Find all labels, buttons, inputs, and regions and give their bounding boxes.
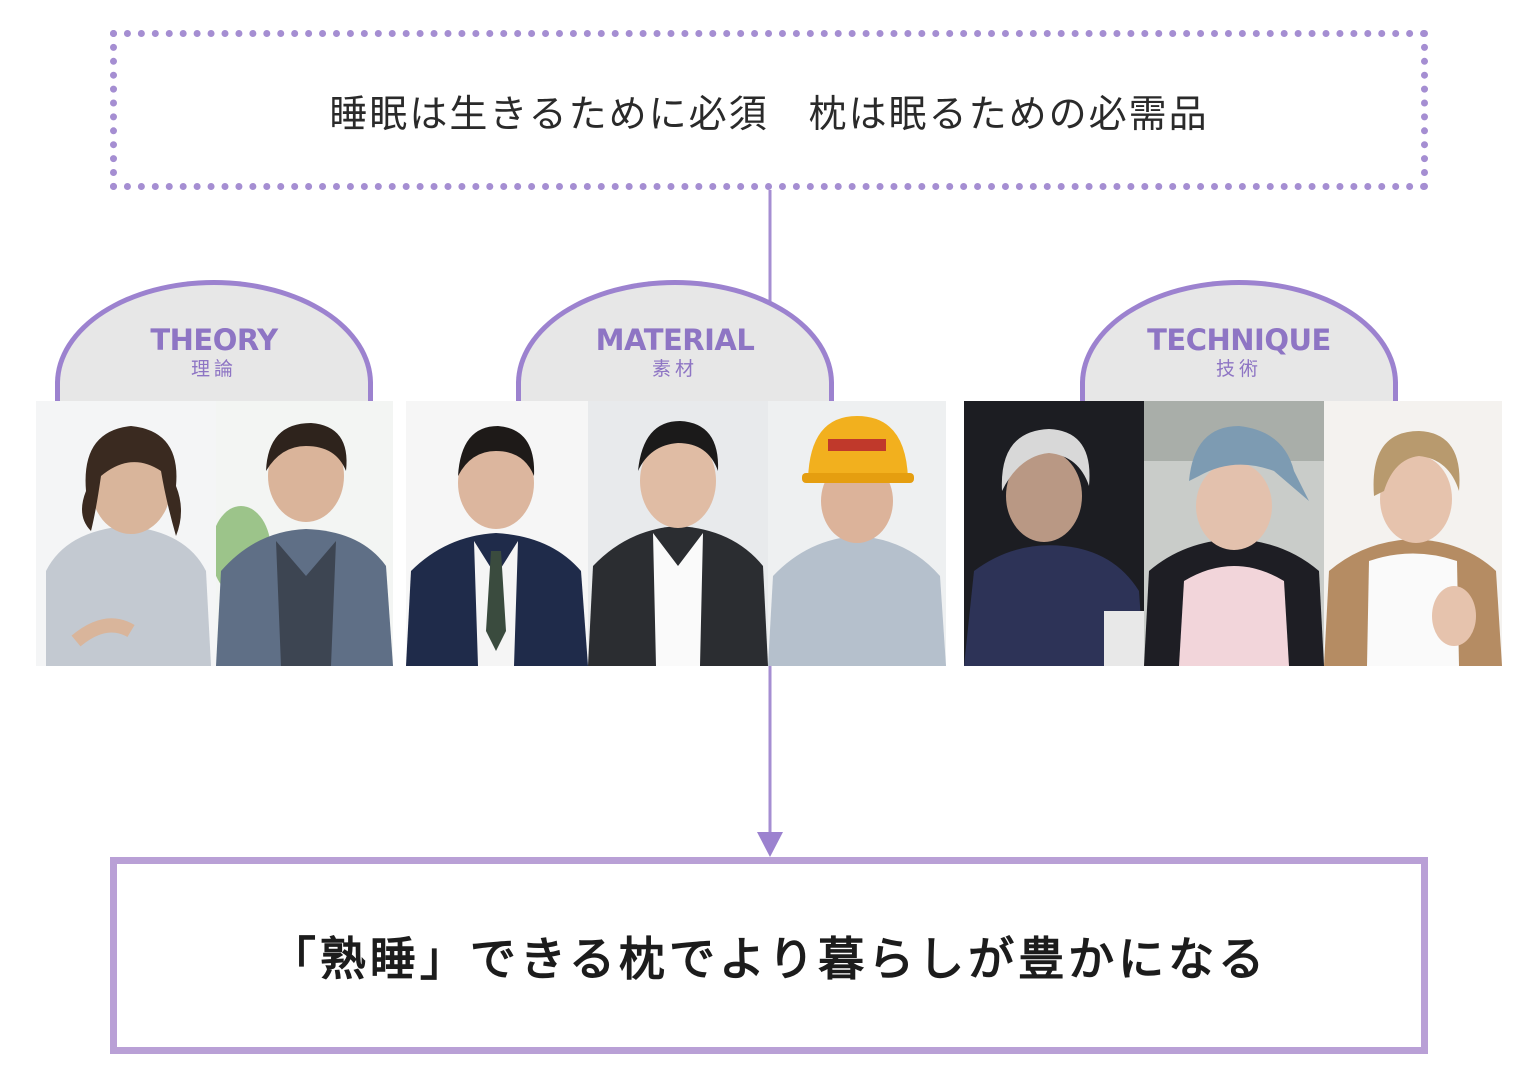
top-statement-text: 睡眠は生きるために必須 枕は眠るための必需品 (329, 91, 1209, 136)
material-title: MATERIAL (595, 323, 755, 357)
theory-title: THEORY (150, 323, 278, 357)
technique-photo-2 (1144, 401, 1324, 666)
theory-subtitle: 理論 (190, 358, 237, 380)
bottom-statement-text: 「熟睡」できる枕でより暮らしが豊かになる (269, 931, 1269, 986)
theory-photo-1 (36, 401, 216, 666)
material-photo-2 (588, 401, 768, 666)
material-header: MATERIAL 素材 (516, 280, 834, 402)
bottom-statement-box: 「熟睡」できる枕でより暮らしが豊かになる (110, 857, 1428, 1054)
material-photo-3 (768, 401, 946, 666)
technique-title: TECHNIQUE (1147, 323, 1331, 357)
technique-header: TECHNIQUE 技術 (1080, 280, 1398, 402)
technique-subtitle: 技術 (1215, 358, 1262, 380)
technique-photo-3 (1324, 401, 1502, 666)
arrow-head-icon (757, 832, 783, 857)
top-statement-box: 睡眠は生きるために必須 枕は眠るための必需品 (110, 30, 1428, 190)
theory-photo-2 (216, 401, 393, 666)
material-subtitle: 素材 (651, 358, 698, 380)
material-photo-1 (406, 401, 588, 666)
theory-header: THEORY 理論 (55, 280, 373, 402)
technique-photo-1 (964, 401, 1144, 666)
